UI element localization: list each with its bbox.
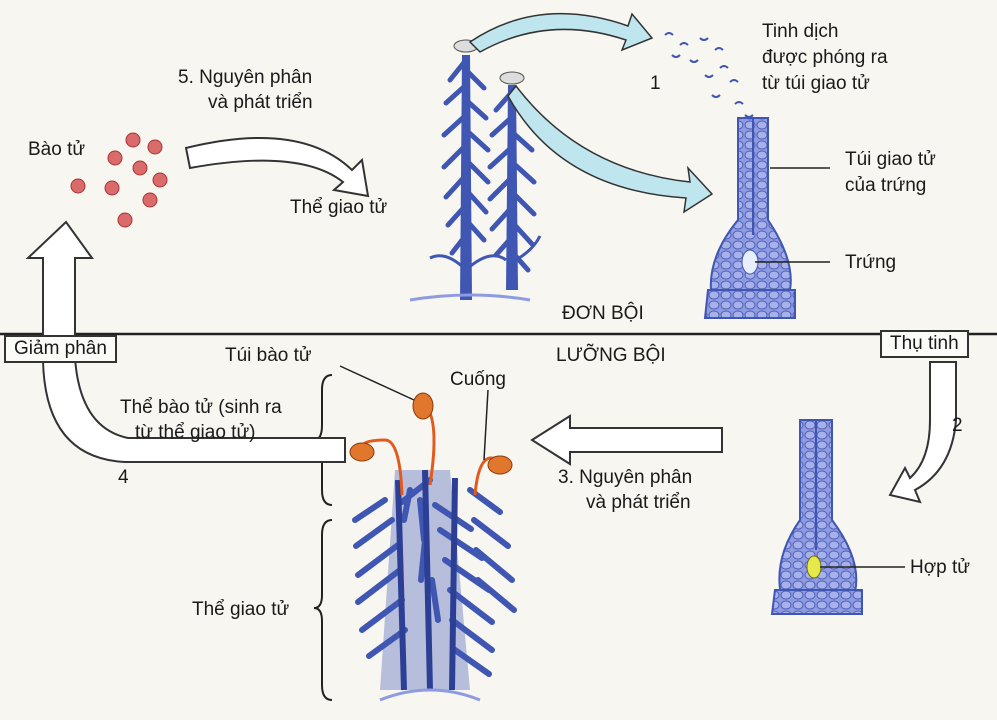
arrow-to-archegonium (507, 84, 714, 214)
spore (107, 150, 123, 166)
label-meiosis: Giảm phân (4, 335, 117, 363)
label-haploid: ĐƠN BỘI (562, 303, 644, 324)
label-step-1: 1 (650, 73, 661, 94)
capsule (349, 442, 375, 462)
capsule (412, 392, 434, 420)
leader-stalk (483, 389, 489, 461)
label-egg-sac-line1: Túi giao tử (845, 149, 936, 170)
label-sporangium: Túi bào tử (225, 345, 312, 366)
label-mitosis5-line1: 5. Nguyên phân (178, 67, 313, 88)
arrow-to-sperm (468, 12, 654, 53)
arrow-mitosis-5 (184, 136, 370, 198)
zygote-archegonium (770, 419, 863, 615)
bracket-gametophyte (313, 519, 333, 701)
gametophyte-plants-top (409, 39, 542, 302)
label-step-4: 4 (118, 467, 129, 488)
sperm-cells (664, 32, 754, 118)
archegonium (703, 117, 796, 319)
spore (142, 192, 158, 208)
label-spores: Bào tử (28, 139, 86, 160)
spore (147, 139, 163, 155)
spore (117, 212, 133, 228)
label-gametophyte-bottom: Thể giao tử (192, 599, 290, 620)
label-sporophyte-line2: từ thể giao tử) (135, 422, 256, 443)
label-sperm-line1: Tinh dịch (762, 21, 839, 42)
label-sperm-line2: được phóng ra (762, 47, 888, 68)
spore (104, 180, 120, 196)
label-mitosis3-line1: 3. Nguyên phân (558, 467, 693, 488)
label-step-2: 2 (952, 415, 963, 436)
label-zygote: Hợp tử (910, 557, 971, 578)
leader-sporangium (339, 365, 415, 401)
spore (70, 178, 86, 194)
label-sporophyte-line1: Thể bào tử (sinh ra (120, 397, 282, 418)
arrow-fertilization-2 (888, 361, 957, 504)
label-mitosis5-line2: và phát triển (208, 92, 313, 113)
spore (125, 132, 141, 148)
label-diploid: LƯỠNG BỘI (556, 345, 666, 366)
spore (132, 160, 148, 176)
label-egg-sac-line2: của trứng (845, 175, 927, 196)
label-egg: Trứng (845, 252, 897, 273)
zygote-cell (806, 555, 822, 579)
label-gametophyte-top: Thể giao tử (290, 197, 388, 218)
label-mitosis3-line2: và phát triển (586, 492, 691, 513)
label-sperm-line3: từ túi giao tử (762, 73, 870, 94)
spores-cluster (70, 132, 168, 228)
arrow-meiosis-4 (25, 220, 346, 463)
label-fertilization: Thụ tinh (880, 330, 969, 358)
moss-plant-with-sporophyte (349, 392, 517, 702)
arrow-mitosis-3 (530, 414, 723, 466)
label-stalk: Cuống (450, 369, 506, 390)
spore (152, 172, 168, 188)
capsule (487, 455, 513, 475)
